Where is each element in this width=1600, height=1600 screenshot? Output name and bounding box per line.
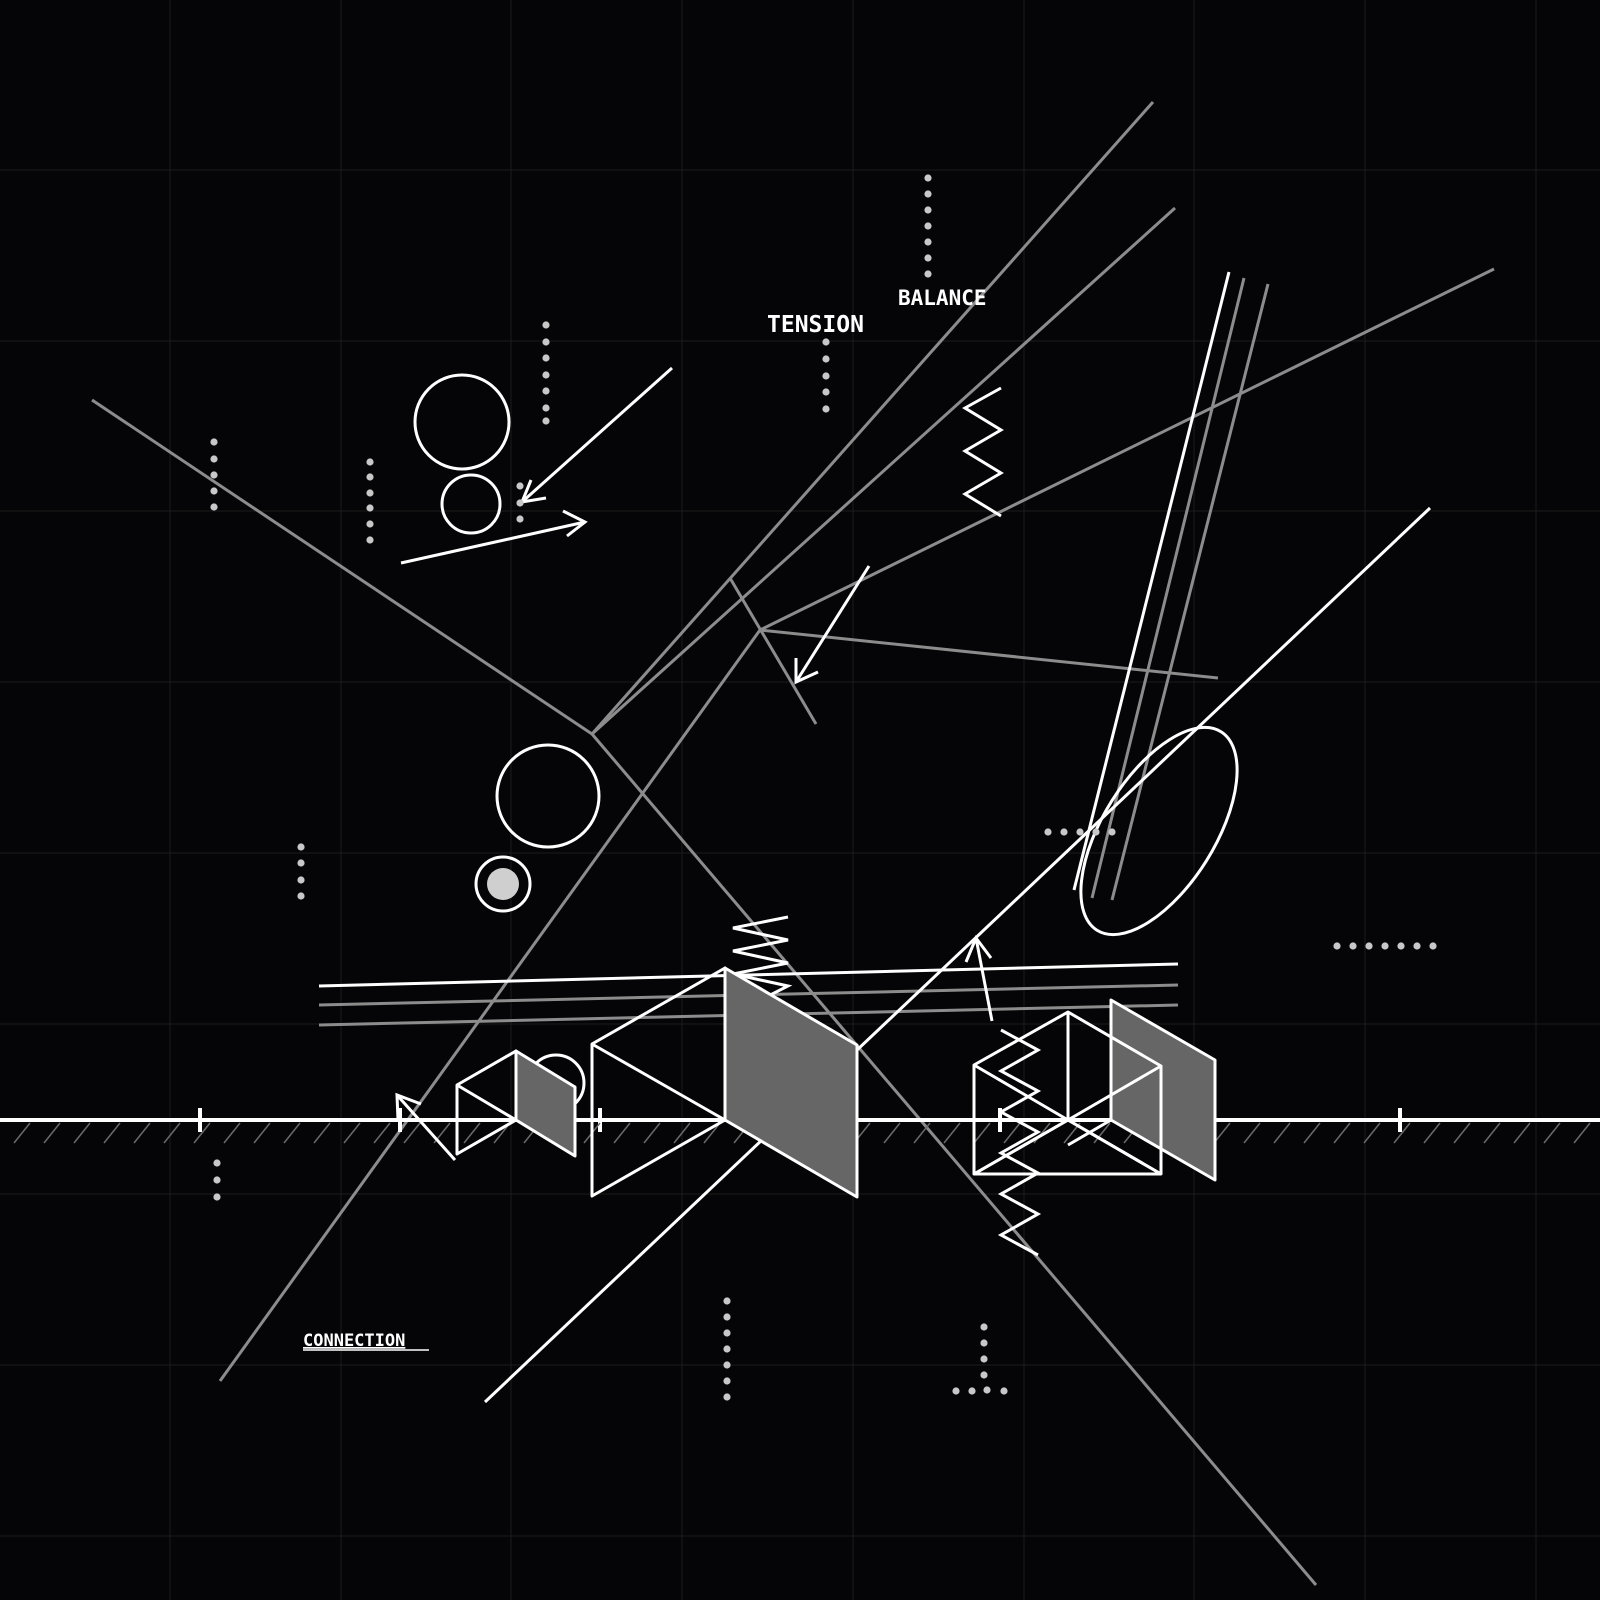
dots-column-7 <box>297 843 305 900</box>
dots-column-9 <box>723 1297 731 1401</box>
dots-column-4 <box>516 482 524 523</box>
white-lines <box>318 271 1432 1404</box>
dots-row-2 <box>1333 942 1437 950</box>
circle-large-top <box>413 373 511 471</box>
ring-small <box>474 855 532 913</box>
arrow-down-left <box>794 565 871 685</box>
arrows <box>395 366 994 1161</box>
label-tension: TENSION <box>767 312 864 338</box>
dots-column-1 <box>210 438 218 511</box>
dots-column-2 <box>366 458 374 544</box>
tilted-ellipse <box>1079 725 1239 937</box>
dotted-lines <box>210 174 1437 1401</box>
grey-structure-lines <box>91 101 1495 1586</box>
label-connection: CONNECTION <box>303 1331 405 1351</box>
zigzag-middle <box>732 915 793 1016</box>
arrow-up <box>964 935 994 1022</box>
zigzag-top <box>962 386 1004 518</box>
dots-row-1 <box>1044 828 1116 836</box>
circle-small-top <box>440 473 502 535</box>
arrow-right <box>400 509 588 565</box>
shapes <box>455 966 1217 1199</box>
label-balance: BALANCE <box>898 286 987 310</box>
dots-column-8 <box>213 1159 221 1201</box>
circle-middle <box>495 743 601 849</box>
dots-corner <box>952 1323 1008 1395</box>
filled-dot <box>487 868 519 900</box>
zigzag-bottom <box>997 1028 1042 1257</box>
dots-column-5 <box>822 338 830 413</box>
dots-column-6 <box>924 174 932 278</box>
arrow-up-left <box>395 1092 457 1161</box>
circles <box>413 373 1239 1113</box>
dots-column-3 <box>542 321 550 425</box>
wire-cube <box>972 1000 1163 1176</box>
